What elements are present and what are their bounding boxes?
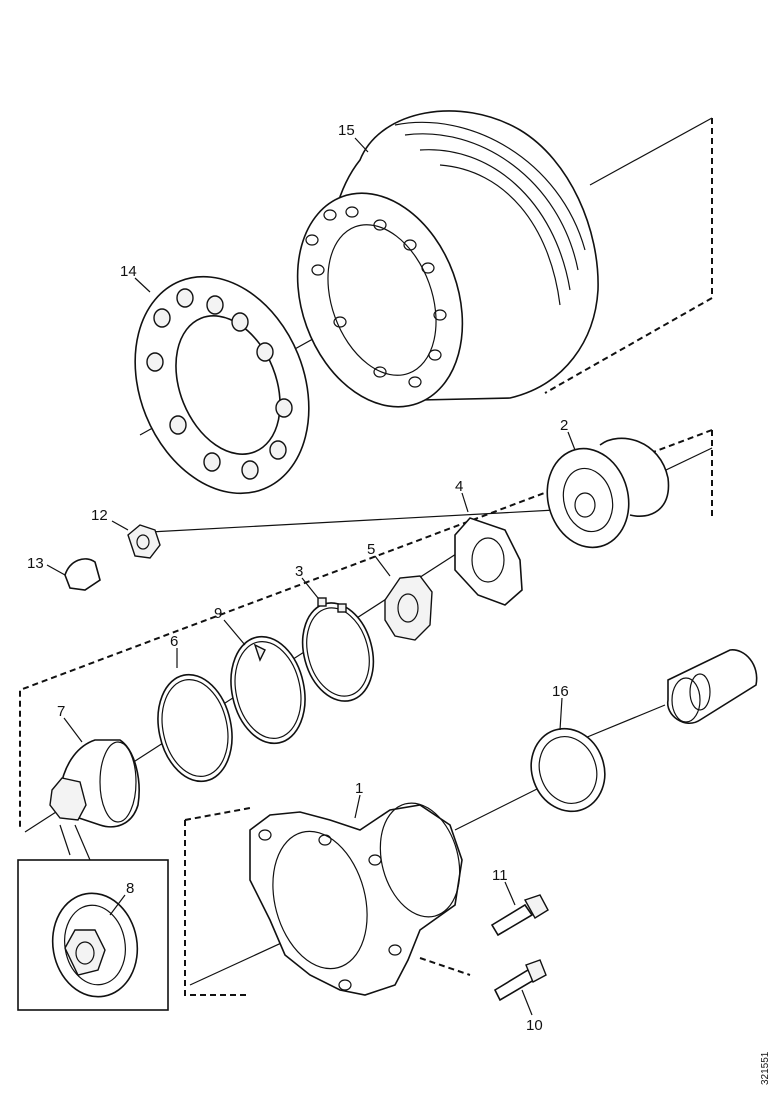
label-14: 14 bbox=[120, 263, 137, 280]
label-16: 16 bbox=[552, 683, 569, 700]
part-2-bearing bbox=[546, 437, 670, 549]
label-10: 10 bbox=[526, 1017, 543, 1034]
label-15: 15 bbox=[338, 122, 355, 139]
part-14-flange-disc bbox=[134, 275, 310, 495]
label-3: 3 bbox=[295, 563, 303, 580]
part-3-retaining-ring bbox=[301, 597, 375, 702]
label-1: 1 bbox=[355, 780, 363, 797]
label-11: 11 bbox=[492, 867, 508, 884]
label-4: 4 bbox=[455, 478, 463, 495]
label-2: 2 bbox=[560, 417, 568, 434]
part-15-brake-drum bbox=[296, 110, 599, 408]
dashed-assembly-lines bbox=[19, 118, 713, 996]
label-13: 13 bbox=[27, 555, 44, 572]
label-9: 9 bbox=[214, 605, 222, 622]
part-13-cap-nut bbox=[64, 558, 101, 591]
flange-bolt-holes bbox=[146, 288, 293, 480]
label-7: 7 bbox=[57, 703, 65, 720]
part-7-hub-cap bbox=[49, 739, 140, 861]
callout-labels: 15 14 2 4 5 3 9 6 7 12 13 16 1 11 10 8 bbox=[27, 122, 569, 1034]
part-4-lock-plate bbox=[454, 517, 523, 606]
part-10-bolt bbox=[493, 959, 547, 1002]
axle-stub bbox=[667, 649, 758, 724]
part-1-hub bbox=[249, 802, 463, 996]
drawing-code: 321551 bbox=[760, 1051, 771, 1085]
label-12: 12 bbox=[91, 507, 108, 524]
part-9-snap-ring bbox=[230, 635, 306, 745]
leader-lines bbox=[46, 137, 576, 1016]
part-6-o-ring bbox=[157, 673, 233, 783]
part-5-castle-nut bbox=[384, 575, 433, 641]
label-6: 6 bbox=[170, 633, 178, 650]
drum-bolt-holes bbox=[305, 206, 447, 388]
part-11-bolt bbox=[490, 894, 549, 937]
part-8-inset bbox=[17, 859, 169, 1011]
part-12-wheel-nut bbox=[127, 524, 161, 559]
part-16-seal bbox=[530, 727, 606, 813]
label-5: 5 bbox=[367, 541, 375, 558]
label-8: 8 bbox=[126, 880, 134, 897]
